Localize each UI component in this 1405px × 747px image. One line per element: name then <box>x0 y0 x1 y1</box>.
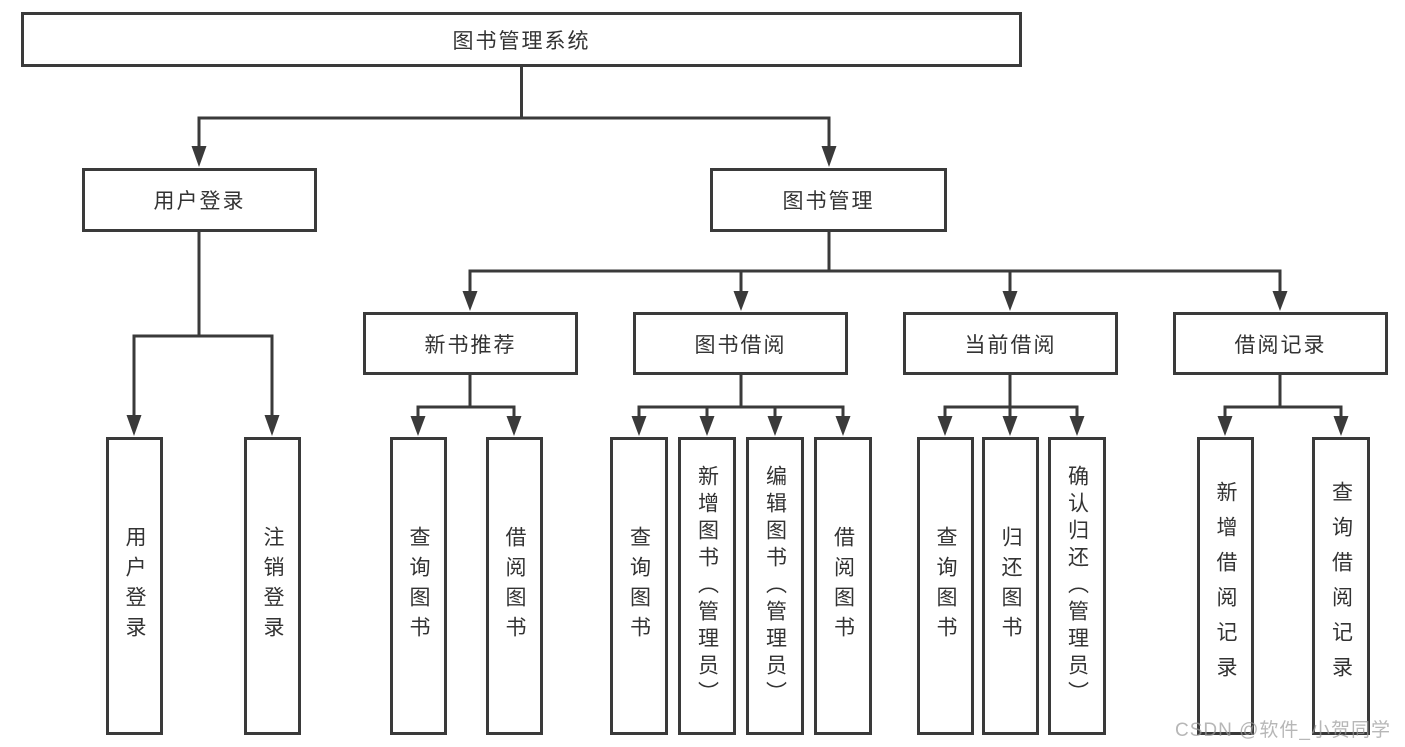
leaf-borrowing-edit-books-admin-label: 编辑图书（管理员） <box>763 464 787 708</box>
node-current-borrowing: 当前借阅 <box>903 312 1118 375</box>
connector-book-management-children <box>462 232 1288 311</box>
leaf-logout-label: 注销登录 <box>261 526 285 646</box>
leaf-borrowing-query-books: 查询图书 <box>610 437 668 735</box>
leaf-current-query-books-label: 查询图书 <box>934 526 958 646</box>
leaf-recommend-query-books-label: 查询图书 <box>407 526 431 646</box>
node-library-management-system: 图书管理系统 <box>21 12 1022 67</box>
leaf-user-login: 用户登录 <box>106 437 163 735</box>
leaf-records-add-record-label: 新增借阅记录 <box>1214 481 1238 691</box>
leaf-borrowing-edit-books-admin: 编辑图书（管理员） <box>746 437 804 735</box>
leaf-current-confirm-return-admin: 确认归还（管理员） <box>1048 437 1106 735</box>
node-book-borrowing: 图书借阅 <box>633 312 848 375</box>
leaf-logout: 注销登录 <box>244 437 301 735</box>
node-new-book-recommendation: 新书推荐 <box>363 312 578 375</box>
csdn-watermark: CSDN @软件_小贺同学 <box>1175 720 1391 741</box>
leaf-borrowing-add-books-admin-label: 新增图书（管理员） <box>695 464 719 708</box>
connector-root-to-level2 <box>191 67 837 167</box>
leaf-records-query-record: 查询借阅记录 <box>1312 437 1370 735</box>
leaf-borrowing-borrow-books-label: 借阅图书 <box>831 526 855 646</box>
leaf-user-login-label: 用户登录 <box>123 526 147 646</box>
node-book-management: 图书管理 <box>710 168 947 232</box>
leaf-recommend-query-books: 查询图书 <box>390 437 447 735</box>
leaf-borrowing-add-books-admin: 新增图书（管理员） <box>678 437 736 735</box>
connector-current-borrow-children <box>937 375 1085 436</box>
leaf-current-return-books: 归还图书 <box>982 437 1039 735</box>
leaf-current-confirm-return-admin-label: 确认归还（管理员） <box>1065 464 1089 708</box>
leaf-current-return-books-label: 归还图书 <box>999 526 1023 646</box>
leaf-recommend-borrow-books: 借阅图书 <box>486 437 543 735</box>
leaf-current-query-books: 查询图书 <box>917 437 974 735</box>
node-user-login: 用户登录 <box>82 168 317 232</box>
leaf-borrowing-query-books-label: 查询图书 <box>627 526 651 646</box>
leaf-records-add-record: 新增借阅记录 <box>1197 437 1254 735</box>
node-borrowing-records: 借阅记录 <box>1173 312 1388 375</box>
leaf-records-query-record-label: 查询借阅记录 <box>1329 481 1353 691</box>
connector-borrowing-children <box>631 375 851 436</box>
leaf-recommend-borrow-books-label: 借阅图书 <box>503 526 527 646</box>
leaf-borrowing-borrow-books: 借阅图书 <box>814 437 872 735</box>
connector-new-books-children <box>410 375 522 436</box>
connector-user-login-children <box>126 232 280 436</box>
connector-records-children <box>1217 375 1349 436</box>
